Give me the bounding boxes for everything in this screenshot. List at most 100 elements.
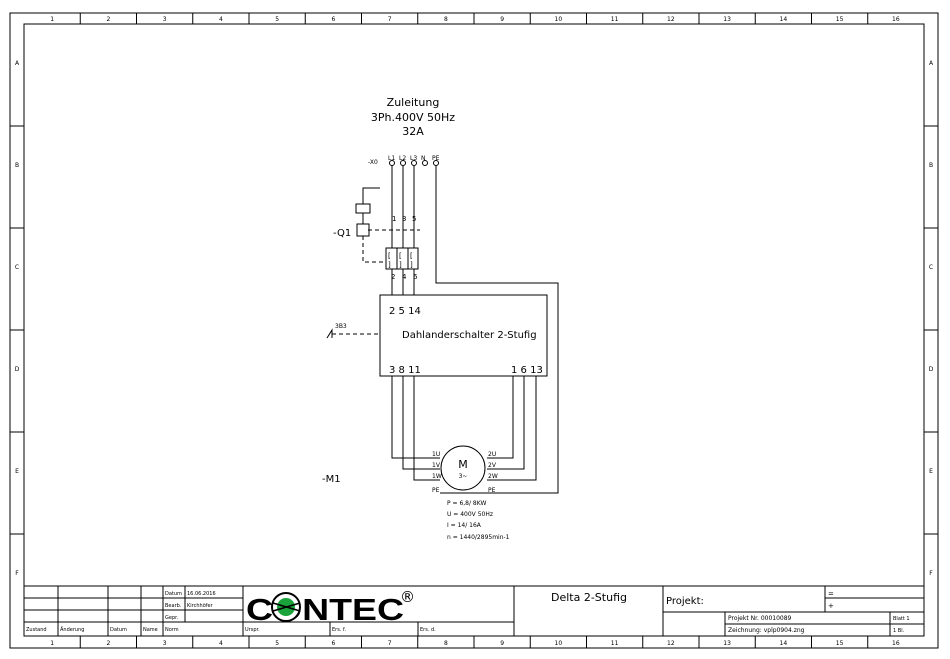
frame-row-label: D [929,366,934,373]
name-label: Name [143,627,158,633]
date-label: Datum [165,591,182,597]
switch-bottom-right-terminals: 1 6 13 [511,365,543,376]
frame-column-label: 4 [219,16,223,23]
frame-column-label: 3 [163,16,167,23]
terminal-2v: 2V [488,462,497,469]
frame-row-label: F [15,570,19,577]
frame-row-label: A [15,60,20,67]
frame-row-label: C [15,264,19,271]
supply-title: Zuleitung [387,96,440,109]
project-number: Projekt Nr. 00010089 [728,615,792,622]
frame-row-label: A [929,60,934,67]
frame-column-label: 13 [723,640,731,647]
frame-column-label: 6 [331,16,335,23]
terminal-l3: L3 [410,155,417,162]
title-block: Datum 16.06.2016 Bearb. Kirchhöfer Gepr.… [23,585,925,637]
supply-block: Zuleitung 3Ph.400V 50Hz 32A -X0 L1 L2 L3… [368,96,455,166]
replaced-by-label: Ers. d. [420,627,436,633]
switch-label: Dahlanderschalter 2-Stufig [402,330,537,341]
switch-bottom-left-terminals: 3 8 11 [389,365,421,376]
contec-logo: CONTEC ® [246,588,415,627]
frame-column-label: 14 [780,640,788,647]
breaker-bottom-6: 6 [413,273,418,281]
frame-column-label: 8 [444,16,448,23]
status-label: Zustand [26,627,47,633]
frame-column-label: 7 [388,640,392,647]
date-value: 16.06.2016 [187,591,216,597]
frame-row-label: E [929,468,933,475]
terminal-pe-left: PE [432,487,440,494]
svg-text:[: [ [410,252,413,260]
frame-row-label: F [929,570,933,577]
frame-column-label: 1 [50,16,54,23]
svg-text:]: ] [399,261,402,269]
terminal-1u: 1U [432,451,440,458]
control-ref: 3B3 [335,323,347,330]
origin-label: Urspr. [245,627,260,633]
breaker-ref: -Q1 [333,228,351,239]
frame-column-label: 4 [219,640,223,647]
drawing-title: Delta 2-Stufig [551,591,627,604]
motor-letter: M [458,458,468,471]
project-label: Projekt: [666,596,704,607]
breaker-bottom-2: 2 [391,273,395,281]
frame-column-label: 10 [555,640,563,647]
frame-column-label: 5 [275,16,279,23]
frame-column-label: 5 [275,640,279,647]
frame-column-label: 15 [836,640,844,647]
frame-column-label: 2 [106,640,110,647]
logo-text: CONTEC [246,592,404,627]
svg-text:]: ] [410,261,413,269]
supply-wiring [391,166,559,494]
drawing-number: Zeichnung: vplp0904.zng [728,627,805,634]
supply-fuse: 32A [402,125,424,138]
eq-sign: = [828,590,834,598]
supply-spec: 3Ph.400V 50Hz [371,111,455,124]
terminal-n: N [421,155,426,162]
plus-sign: + [828,602,834,610]
frame-column-label: 1 [50,640,54,647]
frame-row-label: E [15,468,19,475]
motor-phase: 3~ [459,473,468,480]
frame-column-label: 11 [611,640,619,647]
terminal-1w: 1W [432,473,442,480]
frame-column-label: 16 [892,640,900,647]
motor-voltage: U = 400V 50Hz [447,511,493,518]
frame-column-label: 3 [163,640,167,647]
motor-symbol [440,445,486,491]
motor-wiring [391,376,537,494]
replaced-for-label: Ers. f. [332,627,346,633]
dahlander-switch: 2 5 14 Dahlanderschalter 2-Stufig 3 8 11… [326,294,548,377]
drawing-frame: 1122334455667788991010111112121313141415… [9,12,939,649]
sheet-number: Blatt 1 [893,616,910,622]
frame-column-label: 12 [667,640,675,647]
frame-row-label: D [15,366,20,373]
switch-top-terminals: 2 5 14 [389,306,421,317]
motor: -M1 M 3~ 1U 1V 1W PE 2U 2V 2W PE P = 6,8… [322,445,510,541]
frame-column-label: 7 [388,16,392,23]
terminal-pe: PE [432,155,440,162]
terminal-2u: 2U [488,451,496,458]
frame-column-label: 10 [555,16,563,23]
terminal-1v: 1V [432,462,441,469]
svg-text:[: [ [388,252,391,260]
frame-column-label: 9 [500,640,504,647]
frame-column-label: 14 [780,16,788,23]
frame-row-label: C [929,264,933,271]
motor-current: I = 14/ 16A [447,522,482,529]
frame-column-label: 16 [892,16,900,23]
drawn-value: Kirchhöfer [187,603,214,609]
terminal-strip-ref: -X0 [368,159,378,166]
frame-column-label: 8 [444,640,448,647]
checked-label: Gepr. [165,615,179,621]
frame-column-label: 11 [611,16,619,23]
change-date-label: Datum [110,627,127,633]
frame-column-label: 15 [836,16,844,23]
sheet-count: 1 Bl. [893,628,905,634]
motor-speed: n = 1440/2895min-1 [447,534,510,541]
norm-label: Norm [165,627,179,633]
terminal-l2: L2 [399,155,406,162]
terminal-pe-right: PE [488,487,496,494]
terminal-2w: 2W [488,473,498,480]
